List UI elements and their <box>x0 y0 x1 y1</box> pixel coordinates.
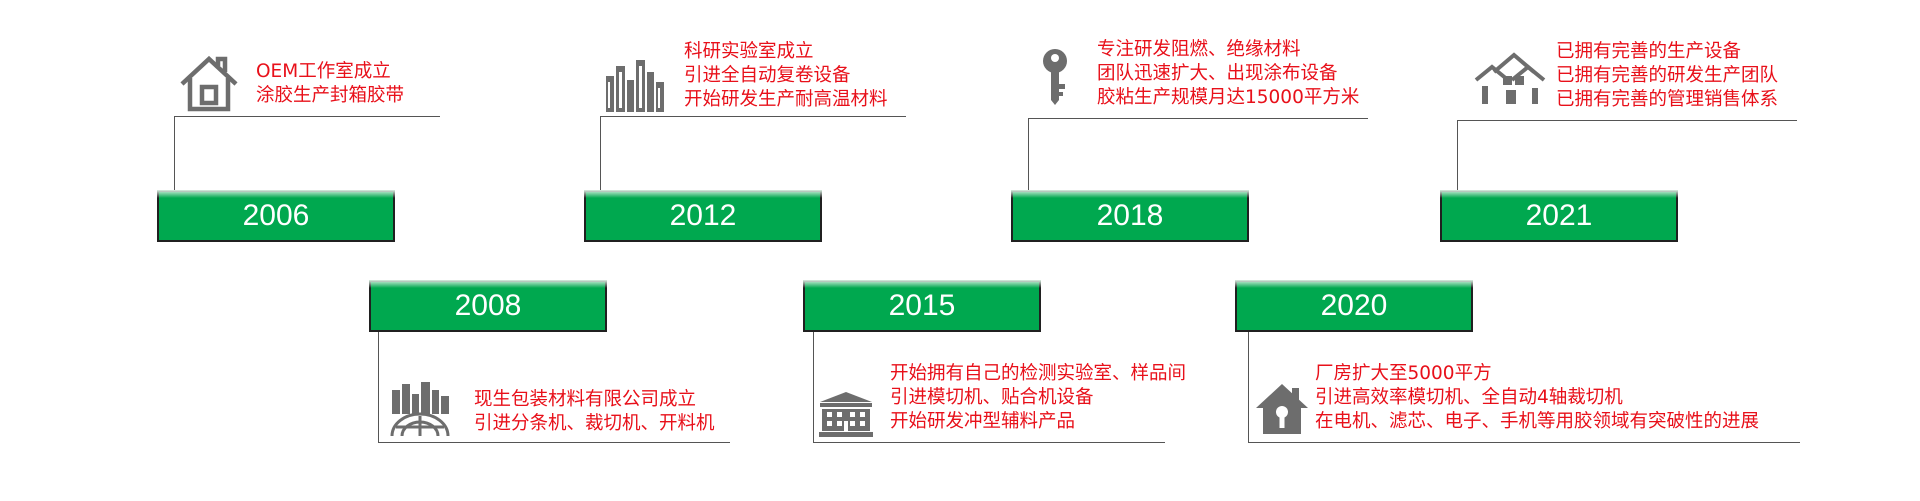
description-line: 已拥有完善的管理销售体系 <box>1556 89 1779 110</box>
description-line: 引进高效率模切机、全自动4轴裁切机 <box>1315 387 1623 408</box>
description-line: 引进分条机、裁切机、开料机 <box>474 413 715 434</box>
description-line: 团队迅速扩大、出现涂布设备 <box>1097 63 1338 84</box>
houses-group-icon <box>1474 52 1546 104</box>
year-box-2008: 2008 <box>369 280 607 332</box>
connector-vertical <box>1248 332 1249 442</box>
description-2006: OEM工作室成立 涂胶生产封箱胶带 <box>256 60 404 108</box>
year-box-2012: 2012 <box>584 190 822 242</box>
description-2015: 开始拥有自己的检测实验室、样品间 引进模切机、贴合机设备 开始研发冲型辅料产品 <box>890 362 1186 434</box>
house-outline-icon <box>180 55 238 112</box>
year-box-2020: 2020 <box>1235 280 1473 332</box>
description-line: 开始拥有自己的检测实验室、样品间 <box>890 363 1187 384</box>
connector-horizontal <box>1248 442 1800 443</box>
description-line: 厂房扩大至5000平方 <box>1315 363 1492 384</box>
year-box-2006: 2006 <box>157 190 395 242</box>
connector-vertical <box>600 116 601 190</box>
city-globe-icon <box>390 382 450 437</box>
description-line: 引进全自动复卷设备 <box>684 65 851 86</box>
description-2012: 科研实验室成立 引进全自动复卷设备 开始研发生产耐高温材料 <box>684 40 888 112</box>
connector-vertical <box>174 116 175 190</box>
connector-horizontal <box>813 442 1165 443</box>
connector-horizontal <box>1028 118 1368 119</box>
connector-horizontal <box>600 116 906 117</box>
year-box-2021: 2021 <box>1440 190 1678 242</box>
year-box-2018: 2018 <box>1011 190 1249 242</box>
description-line: 专注研发阻燃、绝缘材料 <box>1097 39 1301 60</box>
description-line: 科研实验室成立 <box>684 41 814 62</box>
connector-vertical <box>813 332 814 442</box>
connector-horizontal <box>174 116 440 117</box>
city-buildings-icon <box>606 60 664 112</box>
connector-vertical <box>1028 118 1029 190</box>
description-line: 开始研发生产耐高温材料 <box>684 89 888 110</box>
connector-vertical <box>1457 120 1458 190</box>
description-line: 引进模切机、贴合机设备 <box>890 387 1094 408</box>
description-line: 已拥有完善的生产设备 <box>1556 41 1742 62</box>
connector-horizontal <box>378 442 730 443</box>
description-line: 胶粘生产规模月达15000平方米 <box>1097 87 1360 108</box>
description-line: 已拥有完善的研发生产团队 <box>1556 65 1779 86</box>
connector-horizontal <box>1457 120 1797 121</box>
description-line: 现生包装材料有限公司成立 <box>474 389 697 410</box>
house-keyhole-icon <box>1256 384 1308 434</box>
description-line: OEM工作室成立 <box>256 61 391 82</box>
description-2021: 已拥有完善的生产设备 已拥有完善的研发生产团队 已拥有完善的管理销售体系 <box>1556 40 1778 112</box>
year-box-2015: 2015 <box>803 280 1041 332</box>
key-icon <box>1043 49 1067 105</box>
description-line: 涂胶生产封箱胶带 <box>256 85 405 106</box>
connector-vertical <box>378 332 379 442</box>
description-2020: 厂房扩大至5000平方 引进高效率模切机、全自动4轴裁切机 在电机、滤芯、电子、… <box>1315 362 1759 434</box>
description-2018: 专注研发阻燃、绝缘材料 团队迅速扩大、出现涂布设备 胶粘生产规模月达15000平… <box>1097 38 1359 110</box>
description-line: 在电机、滤芯、电子、手机等用胶领域有突破性的进展 <box>1315 411 1760 432</box>
institution-building-icon <box>819 392 873 437</box>
description-2008: 现生包装材料有限公司成立 引进分条机、裁切机、开料机 <box>474 388 715 436</box>
description-line: 开始研发冲型辅料产品 <box>890 411 1076 432</box>
